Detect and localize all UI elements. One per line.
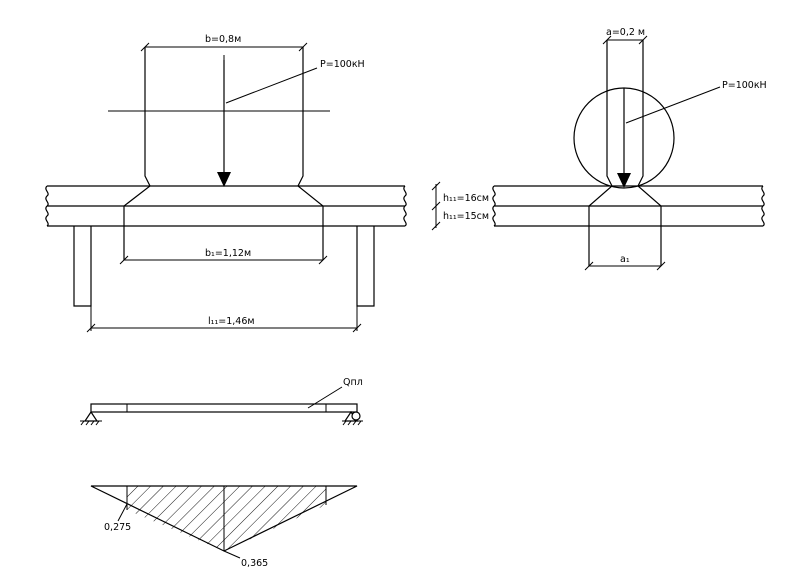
stamp-a-outline [588, 40, 662, 266]
label-width-b: b=0,8м [205, 34, 241, 45]
load-arrow-right [617, 88, 631, 188]
label-span: l₁₁=1,46м [208, 316, 255, 327]
left-ribs [73, 226, 375, 307]
dimension-b1: b₁=1,12м [119, 248, 328, 265]
label-ordinate-left: 0,275 [104, 522, 131, 533]
label-load-left: P=100кН [320, 59, 365, 70]
label-q: Qпл [343, 377, 363, 388]
label-ordinate-center: 0,365 [241, 558, 268, 569]
left-slab [45, 185, 407, 227]
dimension-a1: a₁ [584, 254, 666, 271]
load-arrow-left [217, 60, 231, 187]
influence-line: 0,275 0,365 [90, 485, 358, 569]
stamp-outline [123, 47, 324, 260]
label-h-top: h₁₁=16см [443, 193, 489, 204]
right-section: a=0,2 м P=100кН a₁ [492, 27, 767, 271]
label-load-right: P=100кН [722, 80, 767, 91]
dimension-heights: h₁₁=16см h₁₁=15см [431, 181, 489, 231]
beam-scheme: Qпл [80, 377, 363, 426]
label-width-a: a=0,2 м [606, 27, 645, 38]
support-left [80, 410, 102, 426]
left-section: b=0,8м P=100кН b₁=1,12м l₁₁=1,4 [45, 34, 489, 333]
influence-hatched-area [127, 486, 326, 551]
support-right [342, 410, 363, 426]
center-crosshair [108, 55, 330, 171]
leader-q [307, 386, 343, 409]
dimension-span: l₁₁=1,46м [86, 306, 362, 333]
dimension-b: b=0,8м [140, 34, 308, 52]
leader-ordinate-left [117, 503, 128, 522]
dimension-a: a=0,2 м [602, 27, 648, 45]
leader-ordinate-center [223, 550, 241, 559]
leader-load-right [625, 86, 721, 124]
leader-load-left [225, 67, 318, 104]
label-width-b1: b₁=1,12м [205, 248, 251, 259]
label-width-a1: a₁ [620, 254, 630, 265]
label-h-bottom: h₁₁=15см [443, 211, 489, 222]
right-slab [492, 185, 765, 227]
